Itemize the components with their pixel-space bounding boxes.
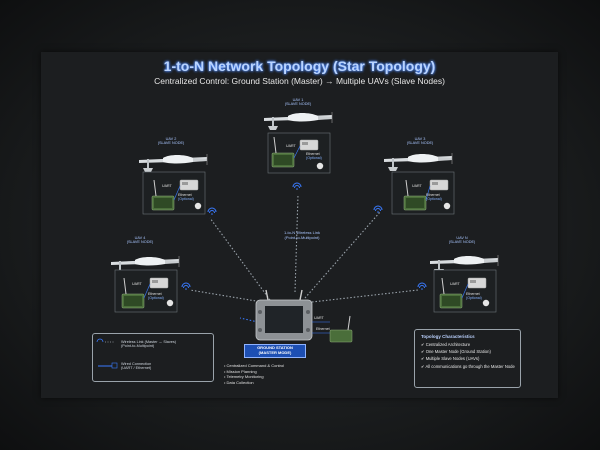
uav-3-name: UAV 3 bbox=[414, 137, 426, 141]
gs-feature-item: Centralized Command & Control bbox=[224, 363, 285, 369]
uav-1-name: UAV 1 bbox=[292, 98, 304, 102]
legend-wireless-sub: (Point-to-Multipoint) bbox=[121, 344, 155, 348]
topology-characteristics-box: Topology Characteristics Centralized Arc… bbox=[414, 329, 521, 388]
uav-3-uart-label: UART bbox=[412, 184, 422, 188]
ground-ethernet-label: Ethernet bbox=[316, 327, 330, 331]
ground-station-features: Centralized Command & Control Mission Pl… bbox=[224, 363, 284, 385]
uav-4-uart-label: UART bbox=[132, 282, 142, 286]
uav-n-name: UAV N bbox=[456, 236, 468, 240]
uav-2-role: (SLAVE NODE) bbox=[157, 141, 185, 146]
ground-uart-label: UART bbox=[314, 316, 324, 320]
ground-station-title: GROUND STATION bbox=[257, 345, 293, 350]
topology-feature-item: Multiple Slave Nodes (UAVs) bbox=[421, 356, 520, 361]
uav-4-caption: UAV 4 (SLAVE NODE) bbox=[110, 236, 170, 245]
uav-n-ethernet-label: Ethernet(Optional) bbox=[466, 292, 482, 300]
legend-wired: Wired Connection (UART / Ethernet) bbox=[121, 362, 151, 370]
legend-wired-label: Wired Connection bbox=[121, 362, 152, 366]
gs-feature-item: Telemetry Monitoring bbox=[224, 374, 284, 380]
diagram-title: 1-to-N Network Topology (Star Topology) bbox=[163, 58, 436, 74]
uav-2-uart-label: UART bbox=[162, 184, 172, 188]
ground-station-device bbox=[255, 289, 313, 341]
topology-feature-item: All communications go through the Master… bbox=[421, 364, 520, 369]
uav-4-ethernet-label: Ethernet(Optional) bbox=[148, 292, 164, 300]
gs-feature-item: Mission Planning bbox=[224, 369, 284, 375]
uav-n-caption: UAV N (SLAVE NODE) bbox=[432, 236, 492, 245]
wireless-link-caption: 1-to-N Wireless Link (Point-to-Multipoin… bbox=[262, 230, 342, 240]
uav-3-ethernet-label: Ethernet(Optional) bbox=[426, 193, 442, 201]
uav-1-uart-label: UART bbox=[286, 144, 296, 148]
uav-3-caption: UAV 3 (SLAVE NODE) bbox=[390, 137, 450, 146]
uav-1-ethernet-label: Ethernet(Optional) bbox=[306, 152, 322, 160]
uav-2-ethernet-label: Ethernet(Optional) bbox=[178, 193, 194, 201]
uav-1-caption: UAV 1 (SLAVE NODE) bbox=[268, 98, 328, 107]
legend-box: Wireless Link (Master → Slaves) (Point-t… bbox=[92, 333, 214, 382]
wireless-link-title: 1-to-N Wireless Link bbox=[283, 230, 320, 235]
topology-characteristics-heading: Topology Characteristics bbox=[421, 334, 475, 339]
wireless-link-subtitle: (Point-to-Multipoint) bbox=[284, 235, 320, 240]
uav-4-name: UAV 4 bbox=[134, 236, 146, 240]
ground-station-mode: (MASTER MODE) bbox=[258, 349, 292, 355]
legend-wireless-label: Wireless Link (Master → Slaves) bbox=[121, 340, 177, 344]
diagram-subtitle: Centralized Control: Ground Station (Mas… bbox=[154, 76, 445, 86]
uav-2-caption: UAV 2 (SLAVE NODE) bbox=[141, 137, 201, 146]
topology-feature-item: Centralized Architecture bbox=[421, 342, 520, 347]
uav-1-role: (SLAVE NODE) bbox=[284, 102, 312, 107]
ground-station-label: GROUND STATION (MASTER MODE) bbox=[244, 344, 306, 358]
legend-wired-sub: (UART / Ethernet) bbox=[121, 366, 152, 370]
uav-4-role: (SLAVE NODE) bbox=[126, 240, 154, 245]
uav-n-uart-label: UART bbox=[450, 282, 460, 286]
uav-3-role: (SLAVE NODE) bbox=[406, 141, 434, 146]
uav-2-name: UAV 2 bbox=[165, 137, 177, 141]
uav-n-role: (SLAVE NODE) bbox=[448, 240, 476, 245]
topology-feature-item: One Master Node (Ground Station) bbox=[421, 349, 520, 354]
wireless-links bbox=[189, 194, 419, 303]
gs-feature-item: Data Collection bbox=[224, 380, 284, 386]
legend-wireless: Wireless Link (Master → Slaves) (Point-t… bbox=[121, 340, 176, 348]
